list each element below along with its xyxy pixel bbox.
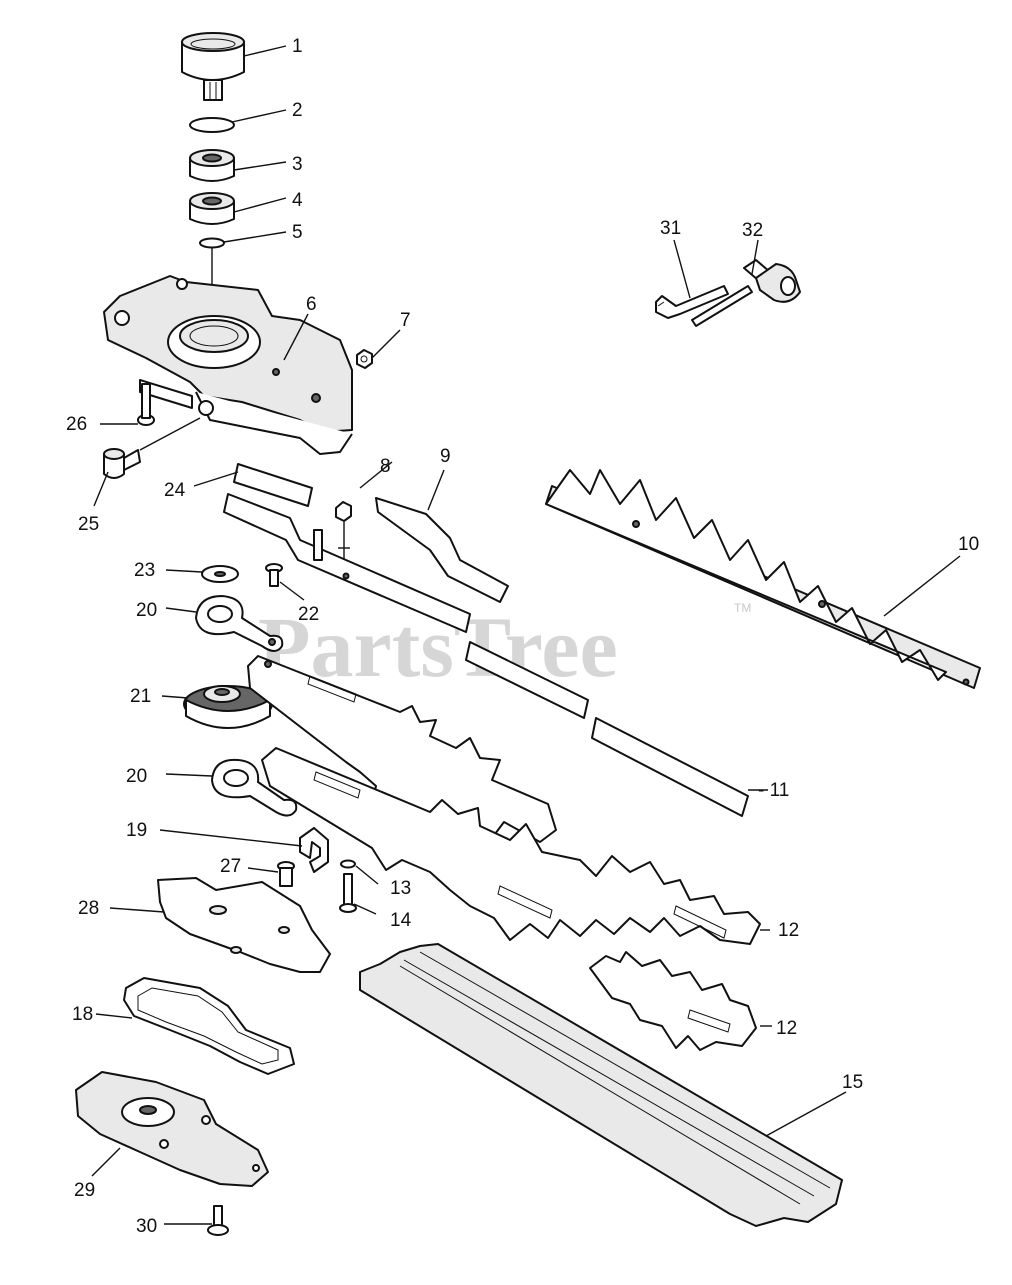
part-24-plate	[233, 463, 313, 507]
callout-23: 23	[134, 560, 155, 581]
part-29-cover	[75, 1071, 269, 1187]
part-10-upper-blade	[545, 469, 981, 689]
callout-26: 26	[66, 414, 87, 435]
part-6-gear-case	[103, 275, 353, 455]
callout-12-lower: 12	[776, 1018, 797, 1039]
part-7-nut	[356, 349, 373, 369]
callout-31: 31	[660, 218, 681, 239]
callout-5: 5	[292, 222, 303, 243]
callout-22: 22	[298, 604, 319, 625]
part-13-washer	[340, 859, 356, 869]
callout-1: 1	[292, 36, 303, 57]
callout-7: 7	[400, 310, 411, 331]
callout-30: 30	[136, 1216, 157, 1237]
callout-32: 32	[742, 220, 763, 241]
callout-11: - 11	[758, 780, 789, 801]
watermark-trademark: TM	[734, 601, 751, 615]
callout-25: 25	[78, 514, 99, 535]
part-upper-guide-bar	[223, 493, 589, 719]
callout-14: 14	[390, 910, 412, 931]
part-12-blade-bottom	[589, 951, 757, 1051]
part-28-plate	[157, 877, 331, 973]
callout-8: 8	[380, 456, 391, 477]
callout-28: 28	[78, 898, 99, 919]
leader-lines	[91, 45, 961, 1225]
part-18-gasket	[123, 977, 295, 1075]
part-14-bolt	[339, 873, 357, 913]
part-21-gear	[183, 685, 273, 729]
part-22-screw	[265, 563, 283, 587]
part-26-screw	[137, 383, 155, 426]
part-9-connecting-bar	[375, 497, 509, 603]
callout-29: 29	[74, 1180, 95, 1201]
part-25-bolt	[103, 448, 141, 479]
part-1-cup	[181, 32, 245, 101]
part-19-bracket	[299, 827, 329, 873]
callout-24: 24	[164, 480, 186, 501]
part-2-snap-ring	[189, 117, 235, 133]
callout-10: 10	[958, 534, 979, 555]
callout-19: 19	[126, 820, 147, 841]
part-3-bearing	[189, 149, 235, 182]
part-30-screw	[207, 1205, 229, 1236]
callout-12-upper: 12	[778, 920, 799, 941]
callout-21: 21	[130, 686, 151, 707]
callout-27: 27	[220, 856, 241, 877]
callout-20-lower: 20	[126, 766, 147, 787]
callout-9: 9	[440, 446, 451, 467]
part-31-wrench	[655, 285, 729, 319]
callout-3: 3	[292, 154, 303, 175]
callout-4: 4	[292, 190, 303, 211]
callout-2: 2	[292, 100, 303, 121]
callout-15: 15	[842, 1072, 863, 1093]
part-4-bearing	[189, 192, 235, 225]
part-32-socket-wrench	[691, 259, 801, 327]
part-23-washer	[201, 565, 239, 583]
part-5-washer	[199, 237, 225, 249]
part-lower-blade	[261, 747, 761, 945]
part-15-blade-cover	[359, 943, 843, 1227]
callout-6: 6	[306, 294, 317, 315]
part-27-bolt	[277, 861, 295, 887]
callout-20-upper: 20	[136, 600, 157, 621]
callout-18: 18	[72, 1004, 93, 1025]
part-20-crank-arm-upper	[195, 595, 284, 652]
callout-labels: 1 2 3 4 5 6 7 8 9 10 - 11 12 12 13 14 15…	[66, 36, 979, 1237]
part-middle-blade	[247, 655, 749, 847]
callout-13: 13	[390, 878, 411, 899]
